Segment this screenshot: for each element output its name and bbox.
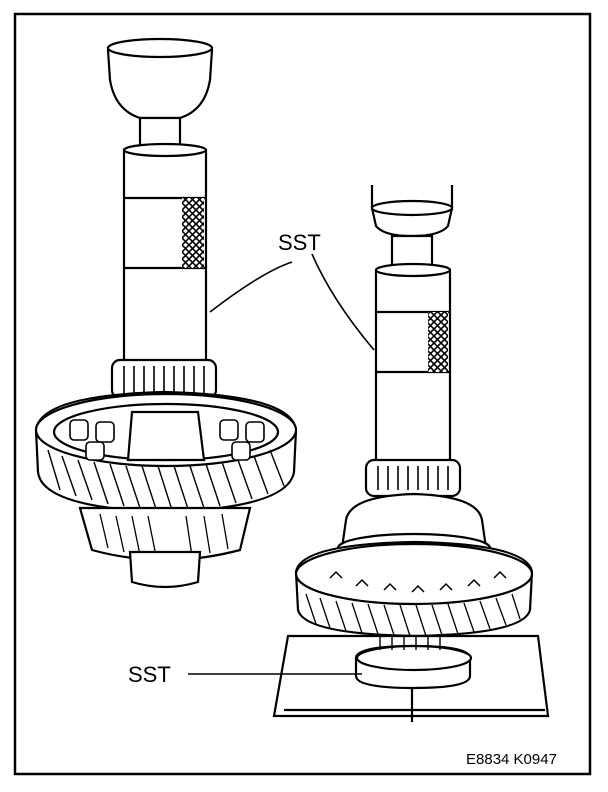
right-knurled-grip [428, 312, 448, 372]
figure-code: E8834 K0947 [466, 751, 557, 768]
callout-lines [188, 253, 375, 675]
sst-label-lower: SST [128, 662, 171, 687]
right-differential-case [340, 492, 488, 550]
left-knurled-grip [182, 198, 204, 268]
left-assembly [34, 37, 298, 589]
figure-frame [13, 12, 592, 776]
right-bearing [364, 458, 462, 498]
sst-label-upper: SST [278, 230, 321, 255]
right-assembly [272, 185, 550, 722]
